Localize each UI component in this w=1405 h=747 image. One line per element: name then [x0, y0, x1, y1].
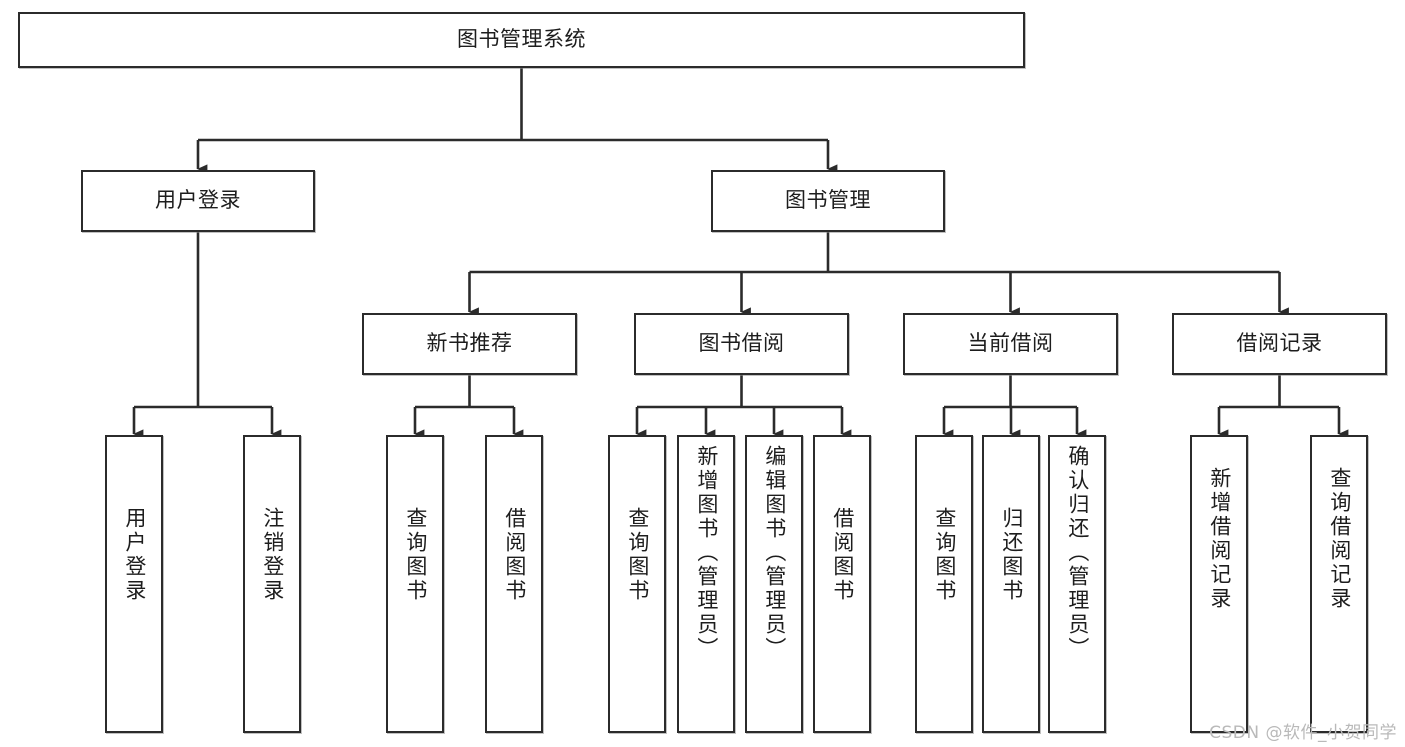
- node-leaf-user-logout[interactable]: 注销登录: [243, 435, 301, 733]
- node-leaf-cu-confirm[interactable]: 确认归还（管理员）: [1048, 435, 1106, 733]
- node-leaf-nb-borrow[interactable]: 借阅图书: [485, 435, 543, 733]
- node-label-newbook: 新书推荐: [426, 331, 513, 356]
- node-label-borrow: 图书借阅: [698, 331, 785, 356]
- node-label-leaf-cu-query: 查询图书: [932, 507, 957, 603]
- node-label-leaf-user-logout: 注销登录: [260, 507, 285, 603]
- node-leaf-cu-return[interactable]: 归还图书: [982, 435, 1040, 733]
- node-label-current: 当前借阅: [967, 331, 1054, 356]
- node-label-root: 图书管理系统: [457, 27, 586, 52]
- node-label-leaf-cu-confirm: 确认归还（管理员）: [1065, 445, 1090, 661]
- node-records[interactable]: 借阅记录: [1172, 313, 1387, 375]
- node-label-records: 借阅记录: [1236, 331, 1323, 356]
- node-label-leaf-nb-query: 查询图书: [403, 507, 428, 603]
- node-label-leaf-rc-query: 查询借阅记录: [1327, 467, 1352, 611]
- node-leaf-cu-query[interactable]: 查询图书: [915, 435, 973, 733]
- node-label-leaf-br-query: 查询图书: [625, 507, 650, 603]
- node-label-leaf-cu-return: 归还图书: [999, 507, 1024, 603]
- node-newbook[interactable]: 新书推荐: [362, 313, 577, 375]
- node-leaf-user-login[interactable]: 用户登录: [105, 435, 163, 733]
- node-label-leaf-rc-add: 新增借阅记录: [1207, 467, 1232, 611]
- node-leaf-br-borrow[interactable]: 借阅图书: [813, 435, 871, 733]
- node-label-bookmgmt: 图书管理: [785, 188, 871, 213]
- node-label-login: 用户登录: [155, 188, 241, 213]
- node-label-leaf-br-add: 新增图书（管理员）: [694, 445, 719, 661]
- edges-group: [132, 68, 1349, 439]
- node-leaf-br-query[interactable]: 查询图书: [608, 435, 666, 733]
- node-leaf-rc-query[interactable]: 查询借阅记录: [1310, 435, 1368, 733]
- node-label-leaf-nb-borrow: 借阅图书: [502, 507, 527, 603]
- node-leaf-br-add[interactable]: 新增图书（管理员）: [677, 435, 735, 733]
- node-bookmgmt[interactable]: 图书管理: [711, 170, 945, 232]
- node-root[interactable]: 图书管理系统: [18, 12, 1025, 68]
- csdn-watermark: CSDN @软件_小贺同学: [1209, 723, 1397, 743]
- node-leaf-br-edit[interactable]: 编辑图书（管理员）: [745, 435, 803, 733]
- node-login[interactable]: 用户登录: [81, 170, 315, 232]
- node-borrow[interactable]: 图书借阅: [634, 313, 849, 375]
- node-current[interactable]: 当前借阅: [903, 313, 1118, 375]
- node-label-leaf-br-edit: 编辑图书（管理员）: [762, 445, 787, 661]
- node-label-leaf-user-login: 用户登录: [122, 507, 147, 603]
- node-leaf-nb-query[interactable]: 查询图书: [386, 435, 444, 733]
- node-leaf-rc-add[interactable]: 新增借阅记录: [1190, 435, 1248, 733]
- node-label-leaf-br-borrow: 借阅图书: [830, 507, 855, 603]
